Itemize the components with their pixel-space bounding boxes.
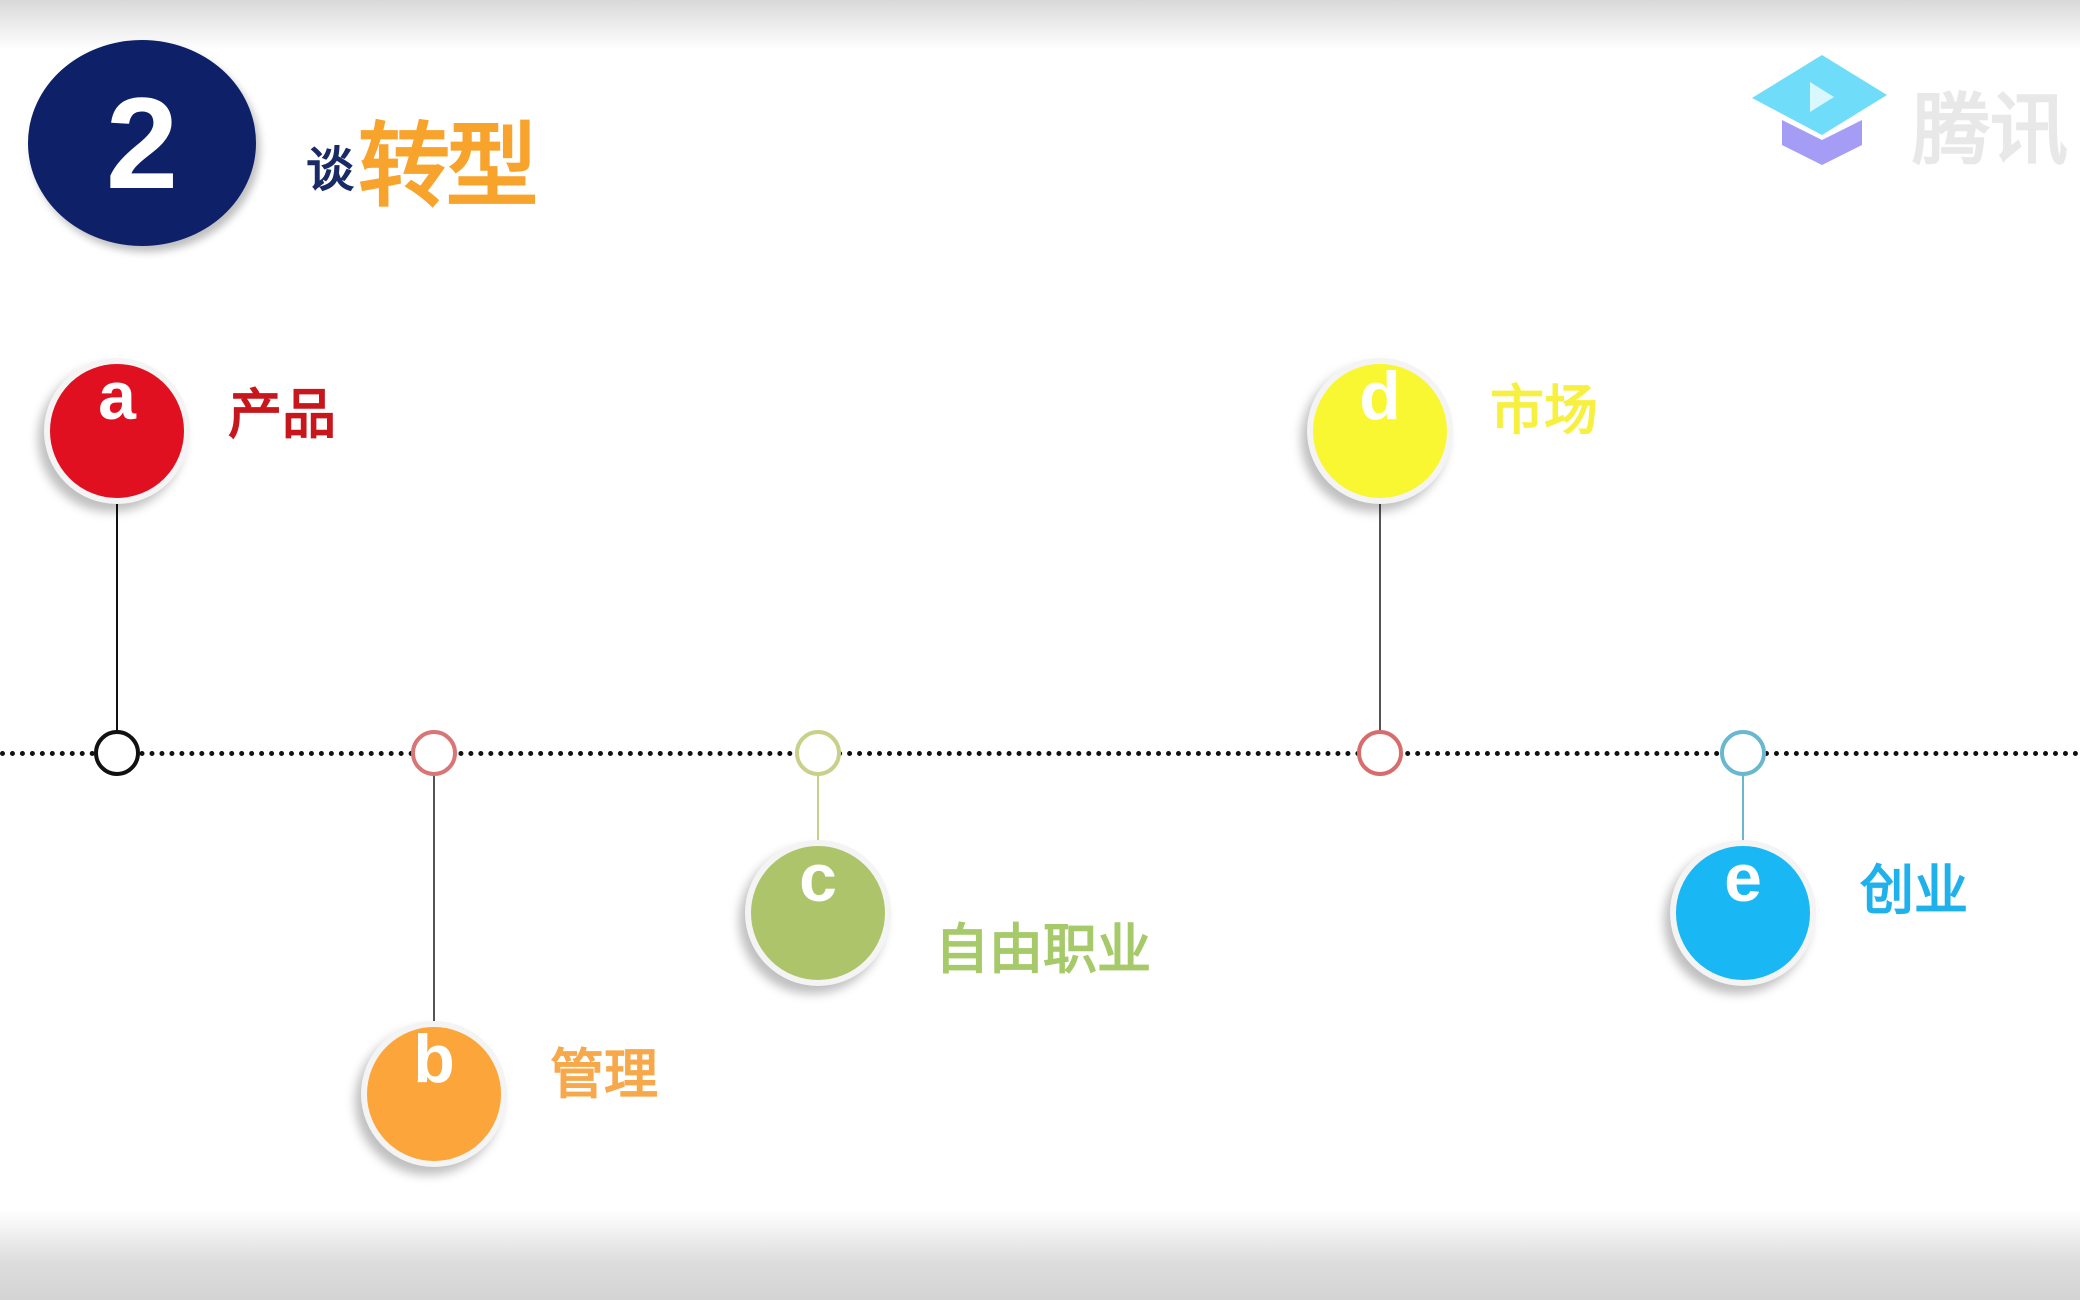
connector-line xyxy=(433,753,435,1094)
node-label-a: 产品 xyxy=(228,383,336,446)
timeline-marker xyxy=(1720,730,1766,776)
connector-line xyxy=(1379,431,1381,753)
node-label-c: 自由职业 xyxy=(935,918,1151,981)
node-circle-e: e xyxy=(1670,840,1816,986)
graduation-cap-play-logo-icon xyxy=(1752,55,1887,165)
section-number-badge: 2 xyxy=(28,40,256,246)
connector-line xyxy=(116,431,118,753)
timeline-marker xyxy=(795,730,841,776)
title-prefix: 谈 xyxy=(306,142,355,198)
node-circle-b: b xyxy=(361,1021,507,1167)
node-label-b: 管理 xyxy=(550,1043,658,1106)
logo-text: 腾讯 xyxy=(1912,86,2069,176)
bottom-band xyxy=(0,1210,2080,1300)
page-title: 转型 xyxy=(358,113,538,220)
node-label-e: 创业 xyxy=(1860,859,1968,922)
timeline-marker xyxy=(411,730,457,776)
node-circle-a: a xyxy=(44,358,190,504)
node-circle-d: d xyxy=(1307,358,1453,504)
connector-line xyxy=(817,753,819,913)
timeline-marker xyxy=(94,730,140,776)
node-label-d: 市场 xyxy=(1490,379,1598,442)
top-band xyxy=(0,0,2080,50)
node-circle-c: c xyxy=(745,840,891,986)
timeline-marker xyxy=(1357,730,1403,776)
connector-line xyxy=(1742,753,1744,913)
timeline-dotted-line xyxy=(0,751,2080,756)
